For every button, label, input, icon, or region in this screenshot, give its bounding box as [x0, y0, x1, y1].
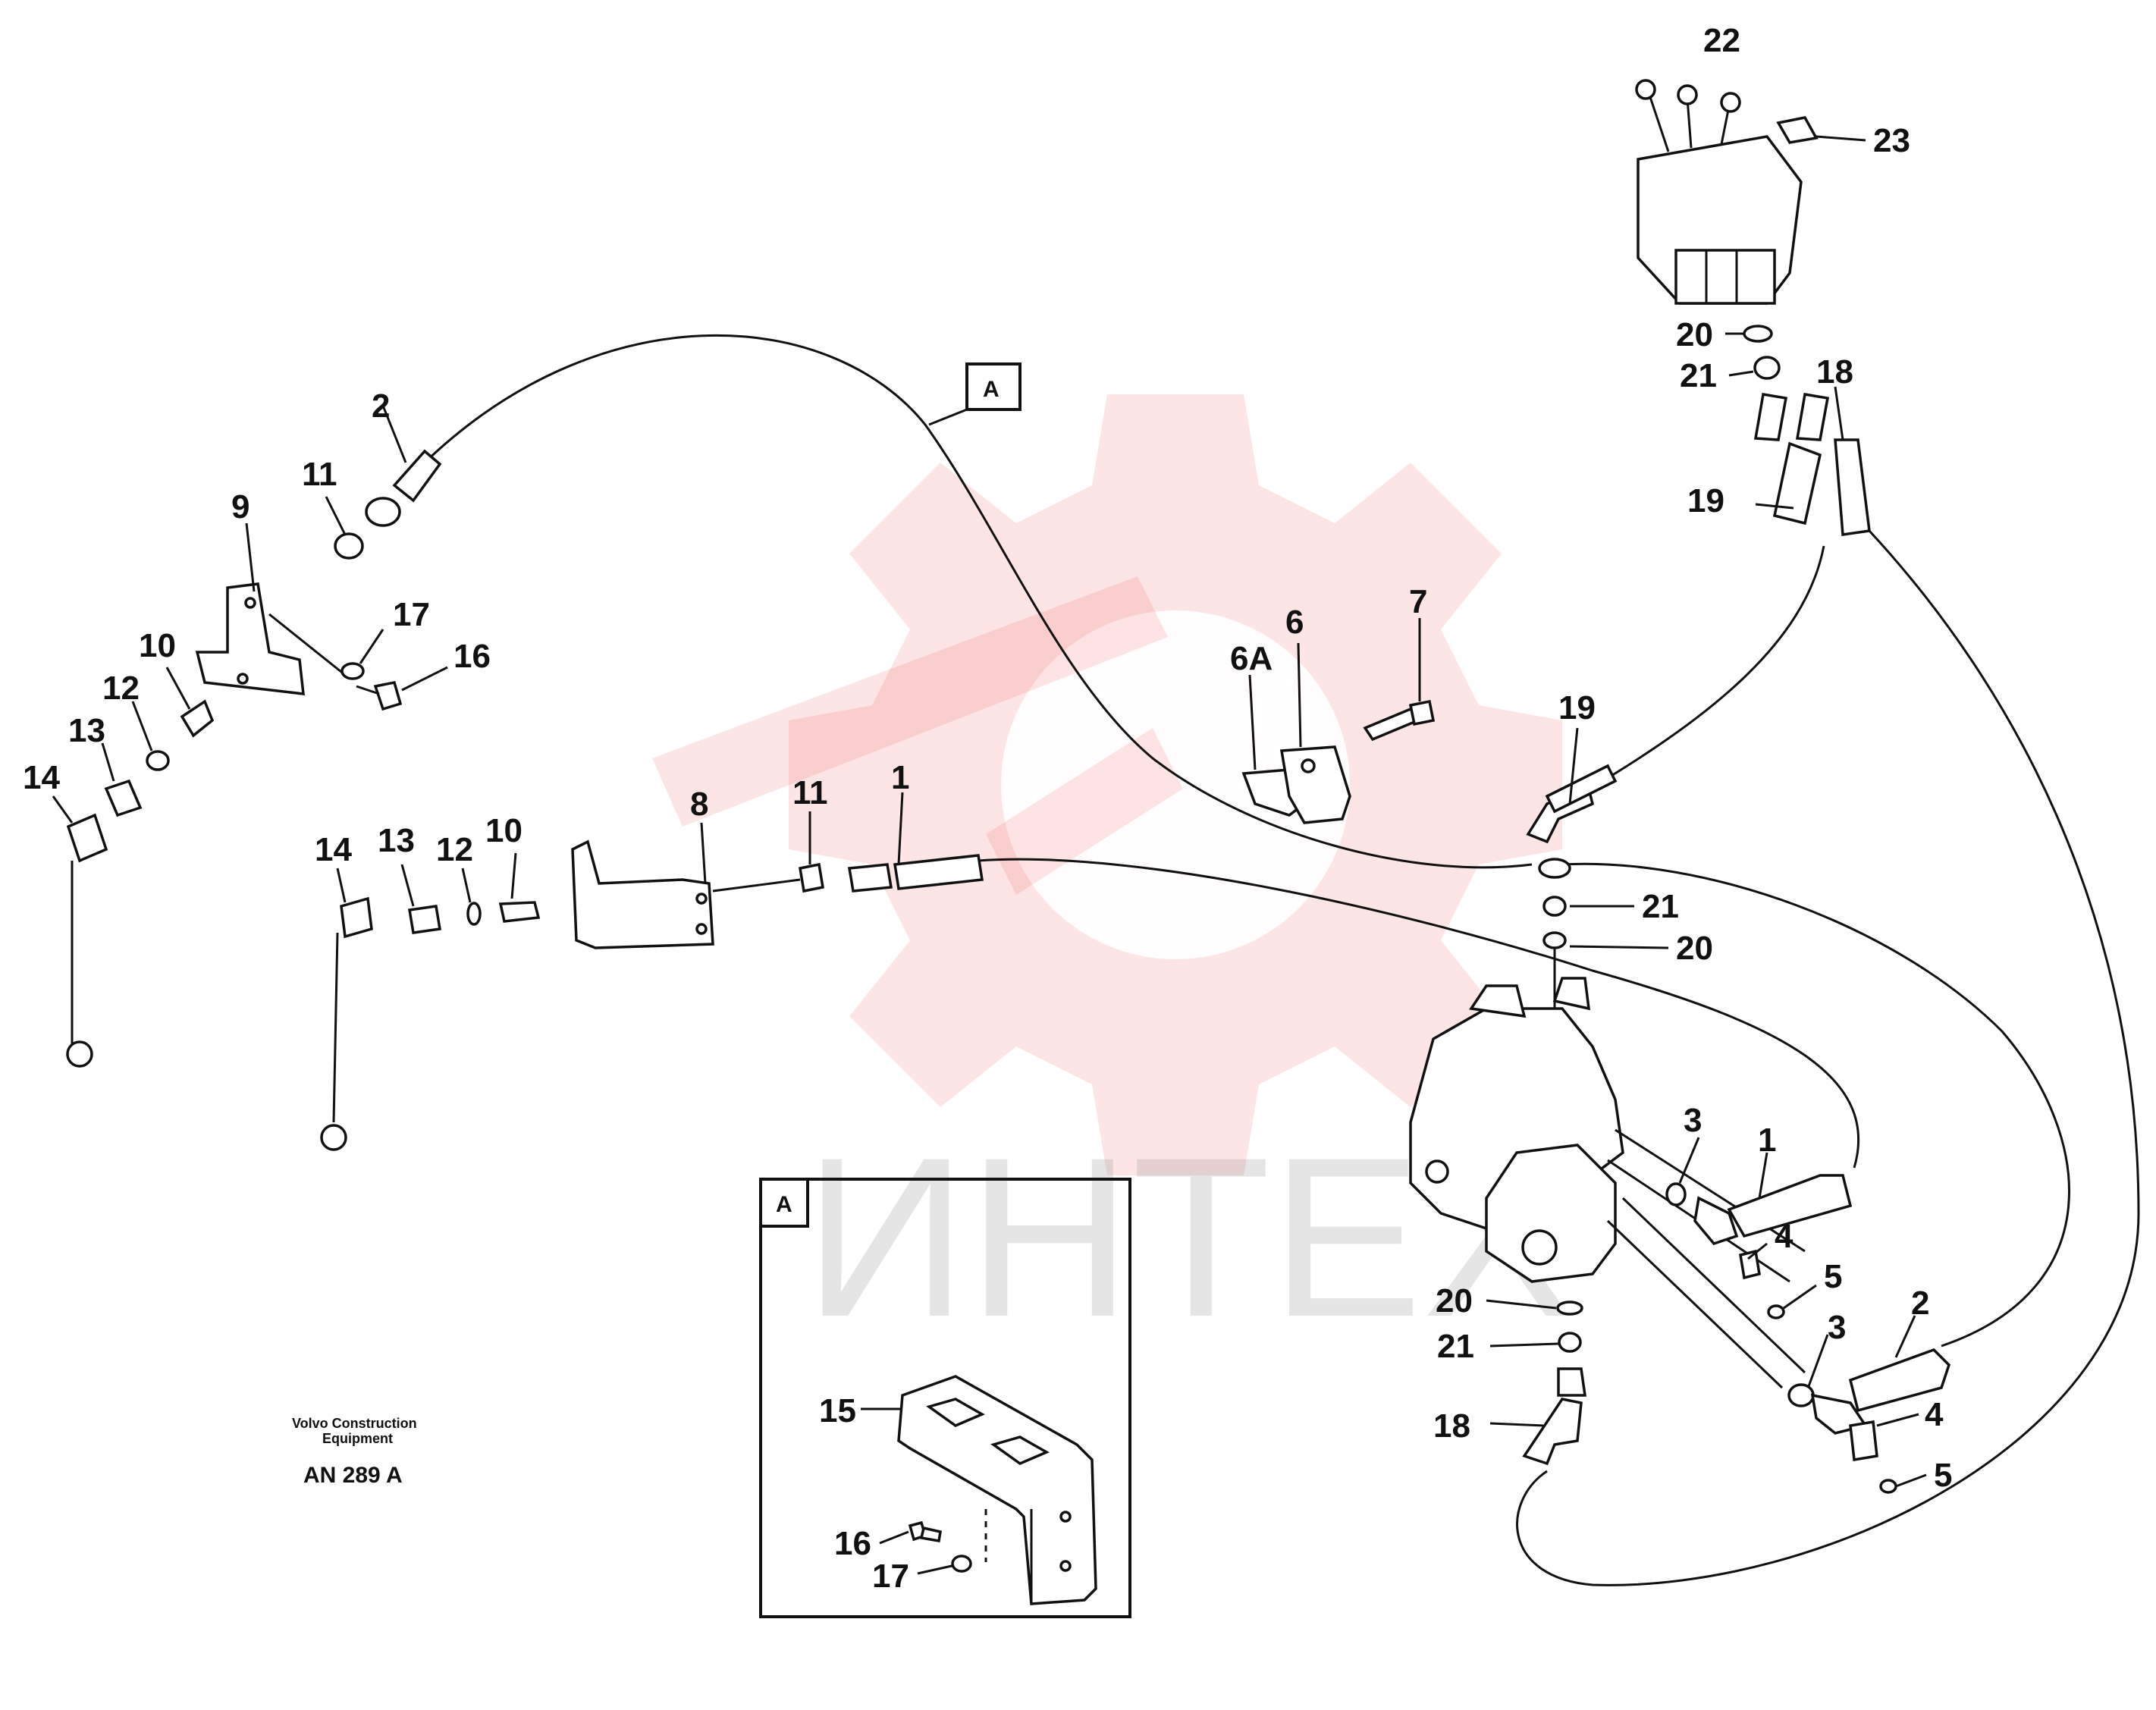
callout-11-upper: 11: [302, 456, 337, 493]
callout-2-lower: 2: [1911, 1285, 1929, 1322]
callout-10-upper: 10: [139, 627, 176, 664]
callout-5-upper: 5: [1824, 1258, 1842, 1295]
callout-21-lower: 21: [1437, 1328, 1474, 1365]
callout-13-upper: 13: [68, 712, 105, 749]
callout-10-lower: 10: [485, 812, 523, 849]
callout-4-upper: 4: [1775, 1218, 1794, 1255]
watermark-gear: [652, 394, 1562, 1175]
footer-maker: Volvo Construction: [292, 1416, 417, 1431]
callout-2-upper: 2: [372, 387, 390, 425]
callout-18-lower: 18: [1433, 1407, 1470, 1445]
callout-9: 9: [231, 488, 249, 526]
callout-1-lower: 1: [891, 759, 909, 796]
callout-12-upper: 12: [102, 670, 140, 707]
callout-14-upper: 14: [23, 759, 60, 796]
svg-text:A: A: [776, 1192, 792, 1217]
hose-clamp-assembly: [1241, 699, 1436, 824]
callout-3-lower: 3: [1828, 1309, 1846, 1346]
svg-text:A: A: [983, 377, 1000, 402]
callout-6: 6: [1285, 604, 1304, 641]
hose-lines: [423, 334, 2140, 1586]
detail-flag: A: [928, 362, 1022, 426]
left-upper-assembly: [66, 449, 442, 1068]
detail-box-a: A: [759, 1178, 1131, 1618]
callout-8: 8: [690, 786, 708, 823]
callout-4-lower: 4: [1925, 1396, 1944, 1433]
callout-22: 22: [1703, 22, 1740, 59]
detail-callout-17: 17: [872, 1558, 909, 1595]
control-lever-unit: [1635, 79, 1866, 305]
callout-20-upper: 20: [1676, 316, 1713, 353]
footer-maker-line2: Equipment: [322, 1431, 393, 1446]
callout-18-upper: 18: [1816, 353, 1853, 391]
callout-13-lower: 13: [378, 822, 415, 859]
callout-7: 7: [1409, 583, 1427, 620]
middle-fittings: [1526, 764, 1618, 1012]
callout-20-mid: 20: [1676, 930, 1713, 967]
callout-11-lower: 11: [792, 774, 828, 811]
callout-16-upper: 16: [453, 638, 491, 675]
callout-3-upper: 3: [1684, 1102, 1702, 1139]
callout-12-lower: 12: [436, 831, 473, 868]
callout-20-lower: 20: [1436, 1282, 1473, 1319]
callout-1-valve: 1: [1758, 1122, 1776, 1159]
detail-callout-15: 15: [819, 1392, 856, 1429]
callout-21-upper: 21: [1680, 357, 1717, 394]
callout-14-lower: 14: [315, 831, 352, 868]
callout-19-upper: 19: [1687, 482, 1724, 519]
callout-21-mid: 21: [1642, 888, 1679, 925]
callout-5-lower: 5: [1934, 1457, 1952, 1494]
callout-23: 23: [1873, 122, 1910, 159]
footer-code: AN 289 A: [303, 1463, 403, 1488]
callout-19-lower: 19: [1558, 689, 1596, 726]
left-lower-assembly: [320, 839, 984, 1151]
callout-6A: 6A: [1230, 640, 1273, 677]
detail-callout-16: 16: [834, 1525, 871, 1562]
control-valve-block: [1409, 977, 1951, 1494]
upper-fittings: [1743, 325, 1871, 536]
callout-17-upper: 17: [393, 596, 430, 633]
